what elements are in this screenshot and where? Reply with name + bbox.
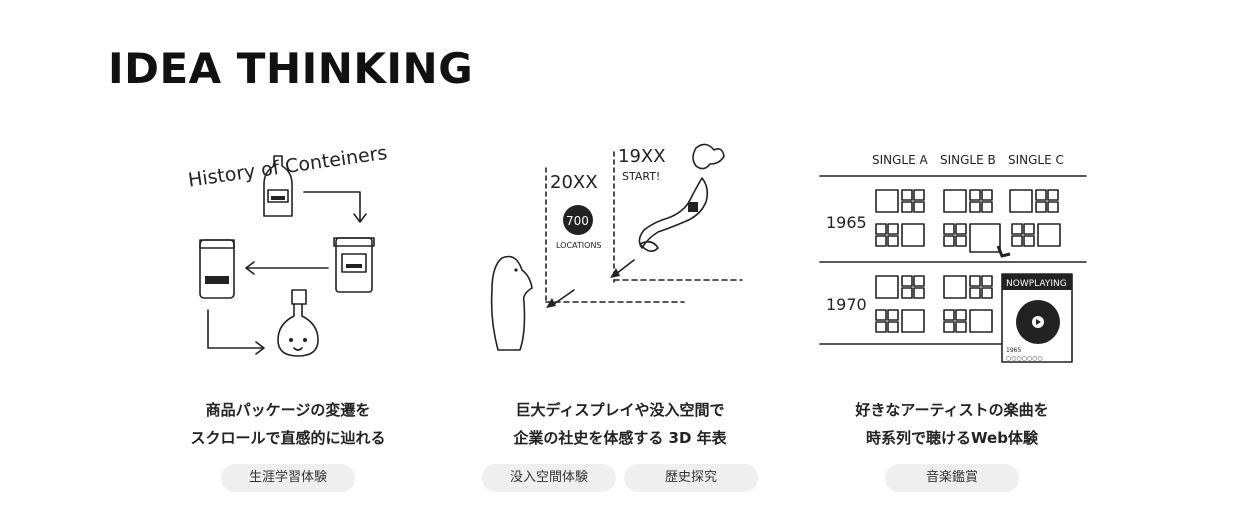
tag-lifelong-learning[interactable]: 生涯学習体験 xyxy=(221,464,355,492)
card-description: 巨大ディスプレイや没入空間で 企業の社史を体感する 3D 年表 xyxy=(440,396,800,452)
illus-year-future: 20XX xyxy=(550,172,598,193)
tag-history-exploration[interactable]: 歴史探究 xyxy=(624,464,758,492)
idea-card-3d-timeline[interactable]: 20XX 19XX START! 700 LOCATIONS 巨大ディスプレイや… xyxy=(440,128,800,508)
idea-card-music-timeline[interactable]: SINGLE A SINGLE B SINGLE C 1965 1970 xyxy=(772,128,1132,508)
tag-list: 音楽鑑賞 xyxy=(772,464,1132,492)
illus-count-label: LOCATIONS xyxy=(556,241,602,250)
tag-immersive-experience[interactable]: 没入空間体験 xyxy=(482,464,616,492)
desc-line: スクロールで直感的に辿れる xyxy=(190,429,386,447)
idea-card-containers[interactable]: History of Conteiners 商品パッケージの変 xyxy=(108,128,468,508)
page-title: IDEA THINKING xyxy=(108,44,474,93)
illus-start-label: START! xyxy=(622,170,660,183)
timeline-illustration: 20XX 19XX START! 700 LOCATIONS xyxy=(440,128,800,368)
desc-line: 時系列で聴けるWeb体験 xyxy=(866,429,1038,447)
now-playing-label: NOWPLAYING xyxy=(1006,279,1067,289)
tag-list: 没入空間体験 歴史探究 xyxy=(440,464,800,492)
card-description: 好きなアーティストの楽曲を 時系列で聴けるWeb体験 xyxy=(772,396,1132,452)
illus-col-a: SINGLE A xyxy=(872,153,929,167)
music-illustration: SINGLE A SINGLE B SINGLE C 1965 1970 xyxy=(772,128,1132,368)
now-playing-meta: ○○○○○○○ xyxy=(1006,355,1043,362)
card-description: 商品パッケージの変遷を スクロールで直感的に辿れる xyxy=(108,396,468,452)
illus-year-2: 1970 xyxy=(826,295,867,314)
tag-list: 生涯学習体験 xyxy=(108,464,468,492)
illus-year-start: 19XX xyxy=(618,146,666,167)
desc-line: 好きなアーティストの楽曲を xyxy=(855,401,1049,419)
now-playing-year: 1965 xyxy=(1006,347,1021,354)
illus-title: History of Conteiners xyxy=(187,142,389,192)
desc-line: 企業の社史を体感する 3D 年表 xyxy=(513,429,727,447)
illus-count: 700 xyxy=(566,214,589,228)
illus-year-1: 1965 xyxy=(826,213,867,232)
tag-music-listening[interactable]: 音楽鑑賞 xyxy=(885,464,1019,492)
containers-illustration: History of Conteiners xyxy=(108,128,468,368)
desc-line: 巨大ディスプレイや没入空間で xyxy=(515,401,725,419)
desc-line: 商品パッケージの変遷を xyxy=(205,401,371,419)
illus-col-c: SINGLE C xyxy=(1008,153,1064,167)
illus-col-b: SINGLE B xyxy=(940,153,996,167)
